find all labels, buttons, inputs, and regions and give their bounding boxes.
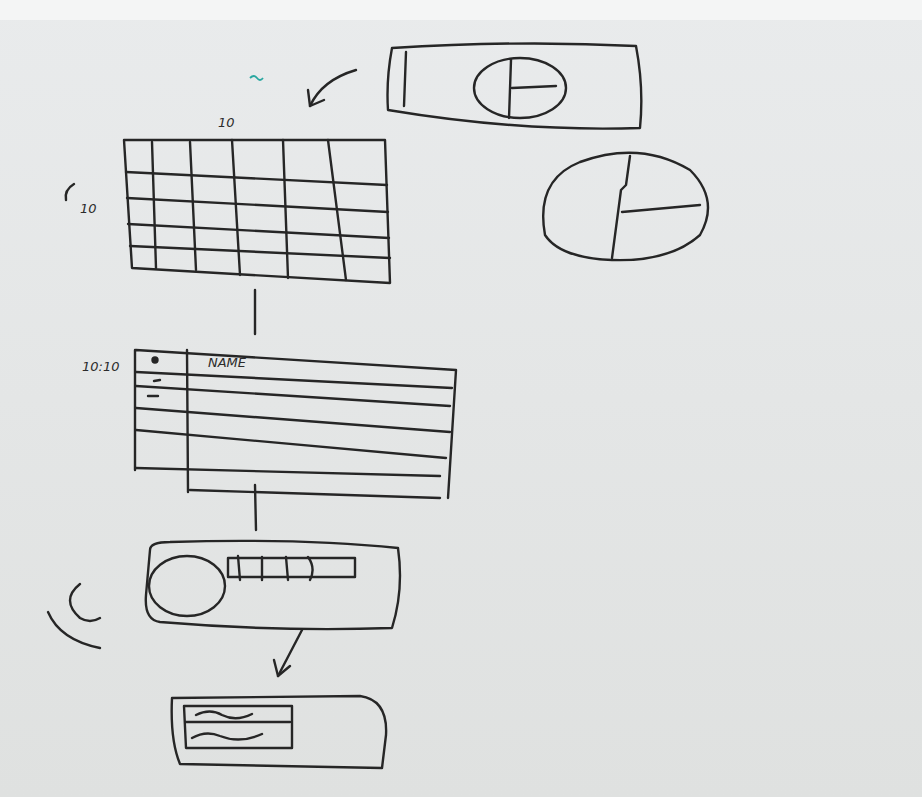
row-mark <box>148 380 160 396</box>
ratio-label: 10:10 <box>82 360 119 374</box>
detail-card <box>172 696 386 768</box>
scribble <box>48 584 100 648</box>
card-edge-line <box>404 52 406 106</box>
row-dot <box>153 358 158 363</box>
column-heading: NAME <box>208 356 246 370</box>
detail-text-lines <box>186 712 290 740</box>
pie-divider <box>509 60 556 118</box>
list-column <box>187 350 188 492</box>
device-card <box>146 541 400 629</box>
device-dial <box>149 556 225 616</box>
board-frame <box>0 0 922 20</box>
grid-columns <box>152 140 346 280</box>
grid-table <box>124 140 390 283</box>
dimension-label: 10 <box>80 202 97 216</box>
arrow-head <box>308 90 324 106</box>
flow-line <box>254 290 256 334</box>
detail-panel <box>184 706 292 748</box>
screen-card <box>388 43 642 128</box>
arrow-head <box>274 660 290 676</box>
flow-arrow <box>278 630 302 676</box>
flow-arrow <box>310 70 356 106</box>
bar-segments <box>238 556 313 580</box>
list-rows <box>136 372 452 498</box>
dimension-label: 10 <box>218 116 235 130</box>
grid-rows <box>126 172 390 258</box>
scribble <box>66 184 74 200</box>
device-bar <box>228 558 355 577</box>
pie-chart <box>543 153 708 260</box>
pie-icon <box>474 58 566 118</box>
flow-line <box>255 485 256 530</box>
marker-scribble <box>250 76 263 80</box>
pie-divider <box>612 156 700 258</box>
list-table <box>135 350 456 498</box>
